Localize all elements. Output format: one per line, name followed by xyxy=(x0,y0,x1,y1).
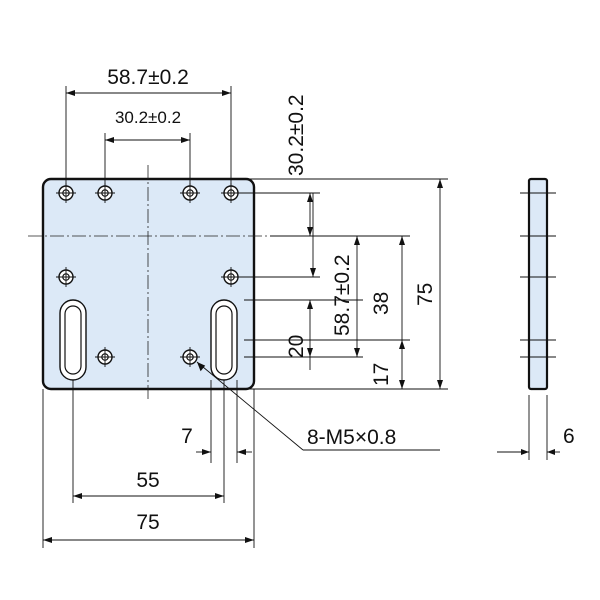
slot-length-label: 20 xyxy=(285,335,308,358)
slot-right xyxy=(210,299,238,381)
leader-line xyxy=(196,361,304,451)
slot-width-label: 7 xyxy=(181,425,193,448)
hole-crosshairs xyxy=(56,183,241,367)
side-view: 6 xyxy=(497,177,575,460)
slot-pitch-label: 55 xyxy=(136,469,159,492)
bottom-offset-label: 17 xyxy=(370,363,393,386)
thread-callout-label: 8-M5×0.8 xyxy=(307,426,396,449)
top-dimensions: 58.7±0.2 30.2±0.2 xyxy=(65,66,232,186)
slot-center-height-label: 38 xyxy=(370,292,393,315)
plate-width-label: 75 xyxy=(136,511,159,534)
front-view xyxy=(28,165,270,402)
slot-left-inner xyxy=(64,305,82,375)
slot-right-inner xyxy=(215,305,233,375)
mounting-plate xyxy=(41,177,256,391)
inner-hole-pitch-horizontal-label: 30.2±0.2 xyxy=(115,108,181,127)
upper-hole-pitch-vertical-label: 30.2±0.2 xyxy=(285,94,308,176)
bottom-dimensions: 7 55 75 xyxy=(42,380,255,548)
outer-hole-pitch-vertical-label: 58.7±0.2 xyxy=(331,254,354,336)
slot-left xyxy=(59,299,87,381)
thickness-label: 6 xyxy=(563,425,575,448)
outer-hole-pitch-horizontal-label: 58.7±0.2 xyxy=(107,66,189,89)
thread-callout: 8-M5×0.8 xyxy=(196,361,440,451)
plate-height-label: 75 xyxy=(414,283,437,306)
plate-side-profile xyxy=(527,177,549,391)
right-dimensions: 30.2±0.2 58.7±0.2 20 38 17 75 xyxy=(240,94,448,390)
